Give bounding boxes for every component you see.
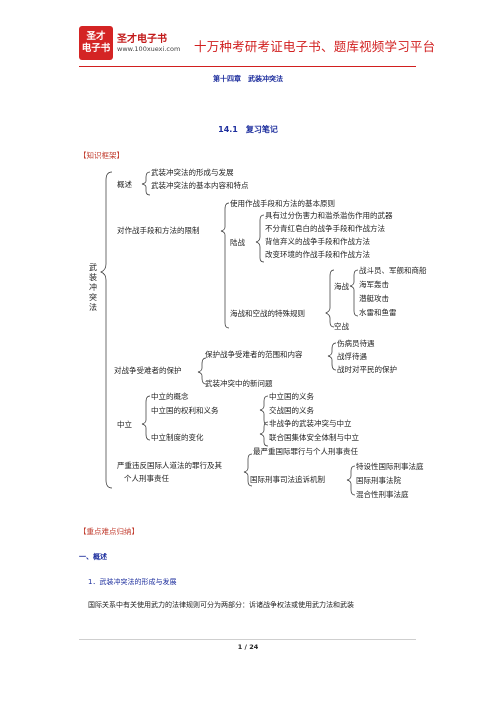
node-crimes-line1: 严重违反国际人道法的罪行及其 [117,461,222,470]
header-slogan: 十万种考研考证电子书、题库视频学习平台 [194,39,436,54]
node-victims: 对战争受难者的保护 [114,366,182,375]
node-court-hybrid: 混合性刑事法庭 [356,490,409,499]
subheading: 1．武装冲突法的形成与发展 [88,578,177,586]
node-victims-scope: 保护战争受难者的范围和内容 [205,350,303,359]
node-sea-combatants: 战斗员、军舰和商船 [359,266,427,275]
node-limits-principle: 使用作战手段和方法的基本原则 [230,199,335,208]
node-court-icc: 国际刑事法院 [356,476,401,485]
knowledge-frame-label: 【知识框架】 [79,151,124,160]
node-scope-pow: 战俘待遇 [337,352,367,361]
node-land: 陆战 [230,238,245,247]
node-neutral-state-duty: 中立国的义务 [269,392,314,401]
brand-url[interactable]: www.100xuexi.com [117,45,181,53]
node-scope-wounded: 伤病员待遇 [337,339,375,348]
logo-text-top: 圣才 [86,31,106,42]
node-sea-air: 海战和空战的特殊规则 [230,309,305,318]
node-neutral: 中立 [117,420,132,429]
header-divider [79,66,416,67]
node-limits: 对作战手段和方法的限制 [117,226,200,235]
node-overview-formation: 武装冲突法的形成与发展 [151,168,234,177]
overview-heading: 一、概述 [79,553,107,561]
node-neutral-rights: 中立国的权利和义务 [151,406,219,415]
body-paragraph: 国际关系中有关使用武力的法律规则可分为两部分：诉诸战争权法或使用武力法和武装 [88,601,354,609]
brand-name: 圣才电子书 [117,34,167,45]
brand-logo: 圣才 电子书 [79,26,113,60]
node-neutral-change: 中立制度的变化 [151,433,204,442]
node-neutral-belligerent-duty: 交战国的义务 [269,406,314,415]
node-neutral-concept: 中立的概念 [151,392,189,401]
node-victims-new-issues: 武装冲突中的新问题 [205,379,273,388]
node-sea-bombardment: 海军轰击 [359,280,389,289]
node-sea-submarine: 潜艇攻击 [359,294,389,303]
node-neutral-nonwar: 非战争的武装冲突与中立 [269,419,352,428]
node-sea: 海战 [334,282,349,291]
footer-divider [79,639,416,640]
node-crimes-line2: 个人刑事责任 [124,474,169,483]
mindmap-root: 武装冲突法 [89,263,97,312]
node-air: 空战 [334,322,349,331]
key-points-label: 【重点难点归纳】 [79,527,139,536]
node-court: 国际刑事司法追诉机制 [250,475,325,484]
node-land-indiscriminate: 不分青红皂白的战争手段和作战方法 [265,224,385,233]
node-overview: 概述 [117,180,132,189]
node-scope-civilians: 战时对平民的保护 [337,365,397,374]
chapter-title: 第十四章 武装冲突法 [213,75,283,83]
node-overview-content: 武装冲突法的基本内容和特点 [151,181,249,190]
node-sea-mines: 水雷和鱼雷 [359,308,397,317]
node-land-environment: 改变环境的作战手段和作战方法 [265,250,370,259]
node-court-adhoc: 特设性国际刑事法庭 [356,462,424,471]
node-land-weapons: 具有过分伤害力和滥杀滥伤作用的武器 [265,211,393,220]
node-land-perfidy: 背信弃义的战争手段和作战方法 [265,237,370,246]
page-number: 1 / 24 [237,643,259,651]
logo-text-bottom: 电子书 [81,43,111,54]
node-neutral-un: 联合国集体安全体制与中立 [269,433,359,442]
node-crimes-gravest: 最严重国际罪行与个人刑事责任 [253,447,358,456]
section-title: 14.1 复习笔记 [218,125,278,134]
